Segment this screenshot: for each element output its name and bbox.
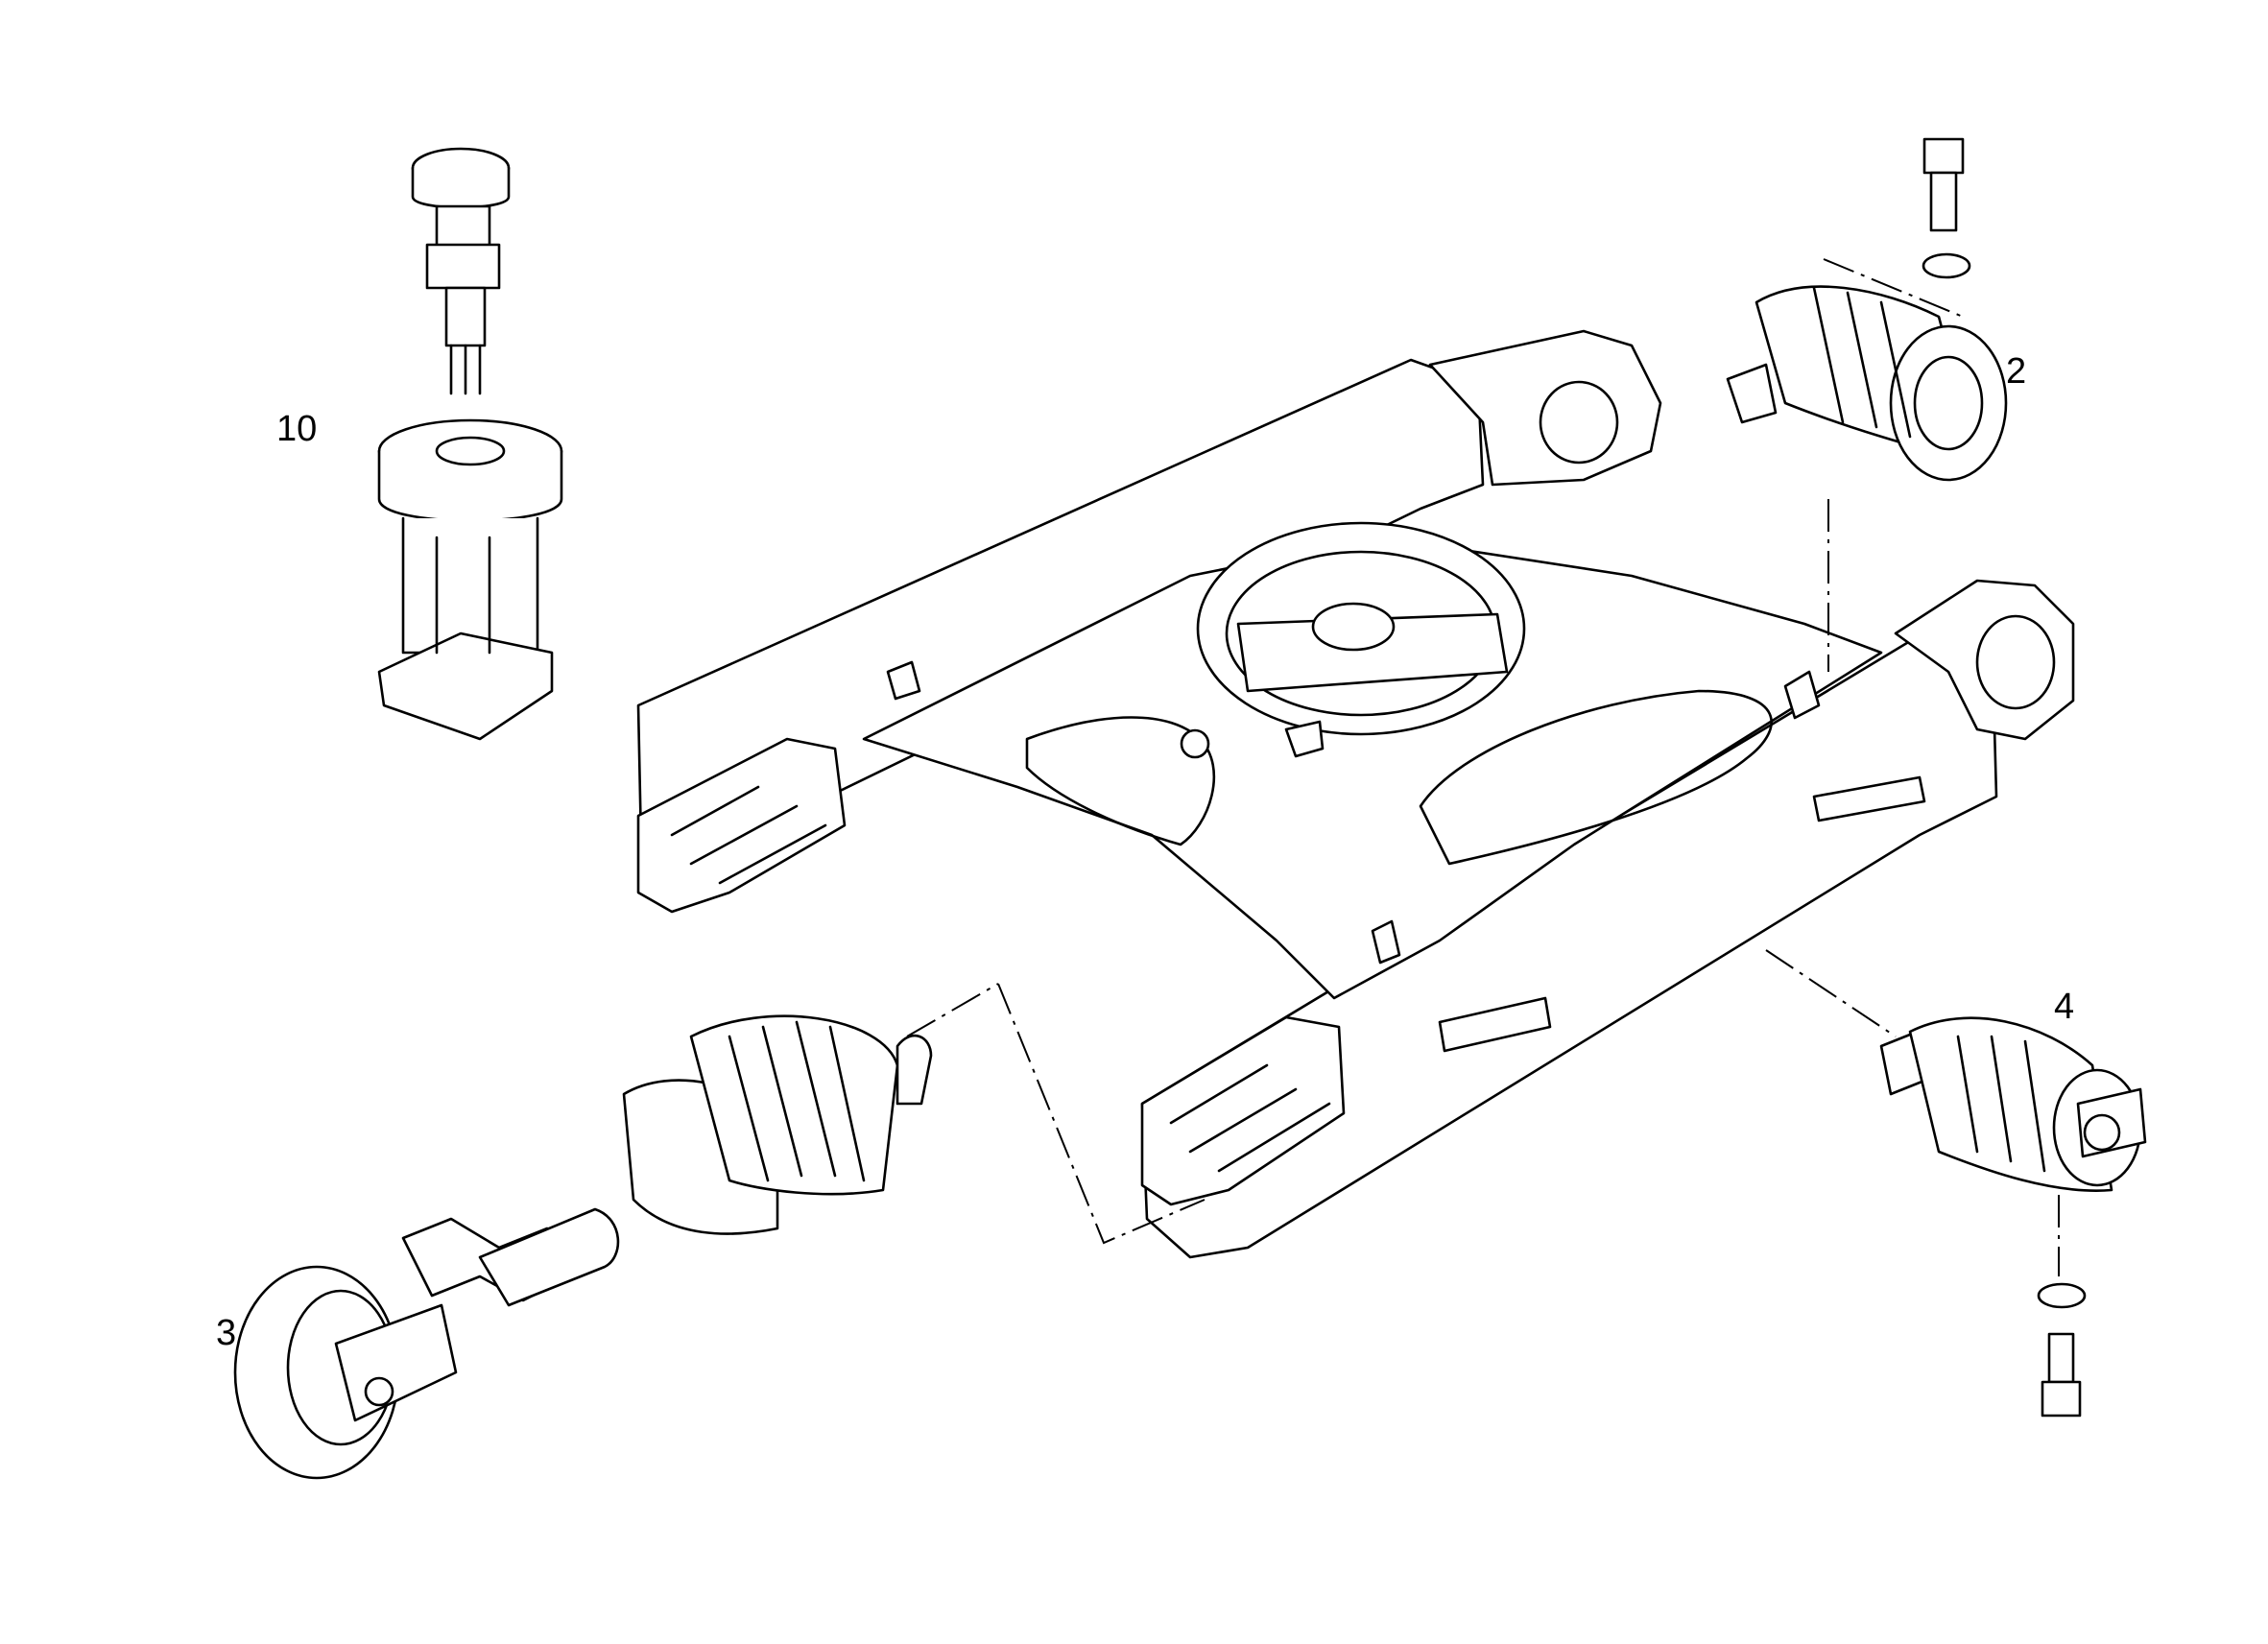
track-roller-part <box>1879 1016 2147 1418</box>
idler-assembly-part <box>233 1014 933 1480</box>
callout-2: 2 <box>2006 351 2027 392</box>
callout-4: 4 <box>2054 987 2075 1027</box>
callout-10: 10 <box>276 409 318 449</box>
carrier-roller-part <box>1726 137 2008 482</box>
callout-3: 3 <box>216 1313 237 1353</box>
swivel-joint-part <box>377 147 563 741</box>
undercarriage-frame <box>636 329 2075 1259</box>
connection-lines <box>906 258 2060 1276</box>
